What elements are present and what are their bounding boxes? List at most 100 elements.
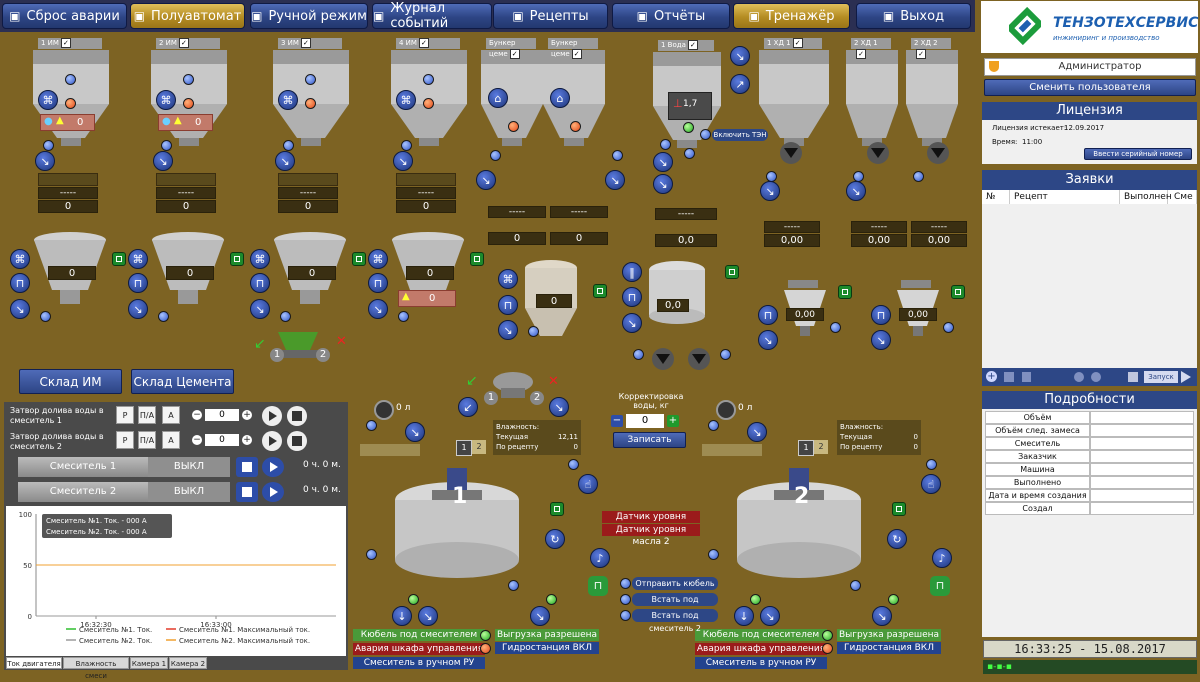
enter-serial-button[interactable]: Ввести серийный номер [1084, 148, 1192, 160]
mixer-water-valve-button[interactable]: ↘ [405, 422, 425, 442]
chem-doser-lock-button[interactable]: ⊓ [871, 305, 891, 325]
nav-power-button[interactable]: ▣Тренажёр [733, 3, 850, 29]
silo-enable-checkbox[interactable]: ✓ [856, 49, 866, 59]
doser-unload-button[interactable]: ↘ [250, 299, 270, 319]
valve-plus-button[interactable]: + [242, 410, 252, 420]
gate-open-button[interactable]: ↘ [153, 151, 173, 171]
chem-doser-unload-button[interactable]: ↘ [758, 330, 778, 350]
doser-vibrator-button[interactable]: ⌘ [10, 249, 30, 269]
valve-value-input[interactable]: 0 [205, 434, 239, 446]
correction-input[interactable]: 0 [626, 414, 664, 428]
silo-enable-checkbox[interactable]: ✓ [60, 38, 71, 48]
silo-enable-checkbox[interactable]: ✓ [509, 49, 520, 59]
mixer-status-indicator[interactable] [892, 502, 906, 516]
delete-order-icon[interactable] [1022, 372, 1031, 382]
mixer-tab-2[interactable]: 2 [814, 440, 828, 454]
cement-doser-unload-button[interactable]: ↘ [498, 320, 518, 340]
warehouse-cement-button[interactable]: Склад Цемента [131, 369, 234, 394]
mixer-stop-button[interactable] [236, 482, 258, 502]
silo-enable-checkbox[interactable]: ✓ [178, 38, 189, 48]
bucket-cmd-button[interactable]: Отправить кюбель [632, 577, 718, 590]
vibrator-icon[interactable]: ⌘ [156, 90, 176, 110]
move-up-icon[interactable] [1091, 372, 1101, 382]
water-doser-unload-button[interactable]: ↘ [622, 313, 642, 333]
vibrator-icon[interactable]: ⌘ [38, 90, 58, 110]
edit-order-icon[interactable] [1004, 372, 1014, 382]
doser-status-indicator[interactable] [470, 252, 484, 266]
valve-mode-p-button[interactable]: Р [116, 431, 134, 449]
chart-tab[interactable]: Влажность смеси [63, 657, 129, 680]
valve-minus-button[interactable]: − [192, 435, 202, 445]
doser-lock-button[interactable]: ⊓ [128, 273, 148, 293]
stop-order-icon[interactable] [1128, 372, 1138, 382]
valve-minus-button[interactable]: − [192, 410, 202, 420]
valve-mode-p-button[interactable]: Р [116, 406, 134, 424]
orders-column-header[interactable]: Рецепт [1012, 190, 1120, 204]
vibrator-icon[interactable]: ⌘ [278, 90, 298, 110]
mixer-start-button[interactable] [262, 482, 284, 502]
mixer-refresh-button[interactable]: ↻ [887, 529, 907, 549]
mixer-lock-button[interactable]: ⊓ [930, 576, 950, 596]
mixer1-hand-button[interactable]: ☝ [578, 474, 598, 494]
doser-status-indicator[interactable] [230, 252, 244, 266]
valve-value-input[interactable]: 0 [205, 409, 239, 421]
silo-enable-checkbox[interactable]: ✓ [916, 49, 926, 59]
mixer-water-valve-button[interactable]: ↘ [747, 422, 767, 442]
screw-gate-button[interactable]: ↘ [476, 170, 496, 190]
silo-enable-checkbox[interactable]: ✓ [300, 38, 311, 48]
mixer-gate-button[interactable]: ↘ [872, 606, 892, 626]
move-down-icon[interactable] [1074, 372, 1084, 382]
doser-vibrator-button[interactable]: ⌘ [250, 249, 270, 269]
cement-doser-status[interactable] [593, 284, 607, 298]
correction-save-button[interactable]: Записать [613, 432, 686, 448]
mixer-unload-button-2[interactable]: ↘ [418, 606, 438, 626]
add-order-icon[interactable]: + [986, 371, 997, 382]
warehouse-im-button[interactable]: Склад ИМ [19, 369, 122, 394]
valve-plus-button[interactable]: + [242, 435, 252, 445]
doser-lock-button[interactable]: ⊓ [368, 273, 388, 293]
orders-column-header[interactable]: Выполнен [1124, 190, 1172, 204]
nav-hand-button[interactable]: ▣Ручной режим [250, 3, 368, 29]
chem-doser-status[interactable] [838, 285, 852, 299]
doser-lock-button[interactable]: ⊓ [250, 273, 270, 293]
valve-play-button[interactable] [262, 431, 282, 451]
cement-doser-lock-button[interactable]: ⊓ [498, 295, 518, 315]
mixer2-hand-button[interactable]: ☝ [921, 474, 941, 494]
water-pump-icon[interactable]: ↗ [730, 74, 750, 94]
silo-enable-checkbox[interactable]: ✓ [571, 49, 582, 59]
valve-play-button[interactable] [262, 406, 282, 426]
chem-doser-lock-button[interactable]: ⊓ [758, 305, 778, 325]
water-doser-pause-button[interactable]: ‖ [622, 262, 642, 282]
gate-open-button[interactable]: ↘ [393, 151, 413, 171]
mixer-unload-button-2[interactable]: ↘ [760, 606, 780, 626]
nav-alarm-reset-button[interactable]: ▣Сброс аварии [2, 3, 127, 29]
nav-log-button[interactable]: ▣Журнал событий [372, 1, 492, 31]
doser-vibrator-button[interactable]: ⌘ [368, 249, 388, 269]
mixer-start-button[interactable] [262, 457, 284, 477]
chem-valve-button[interactable]: ↘ [760, 181, 780, 201]
mixer-gate-button[interactable]: ↘ [530, 606, 550, 626]
mixer-unload-button[interactable]: ↓ [734, 606, 754, 626]
valve-mode-pa-button[interactable]: П/А [138, 431, 156, 449]
chem-valve-button-2[interactable]: ↘ [846, 181, 866, 201]
screw-gate-button-2[interactable]: ↘ [605, 170, 625, 190]
chart-tab[interactable]: Камера 2 [169, 657, 207, 669]
mixer-refresh-button[interactable]: ↻ [545, 529, 565, 549]
correction-minus-button[interactable]: − [611, 415, 623, 427]
aerator-icon[interactable]: ⌂ [488, 88, 508, 108]
orders-column-header[interactable]: Сме [1172, 190, 1197, 204]
orders-column-header[interactable]: № [984, 190, 1010, 204]
doser-lock-button[interactable]: ⊓ [10, 273, 30, 293]
heater-button[interactable]: Включить ТЭН [712, 129, 768, 141]
start-order-button[interactable]: Запуск [1144, 371, 1178, 383]
doser-unload-button[interactable]: ↘ [368, 299, 388, 319]
silo-enable-checkbox[interactable]: ✓ [418, 38, 429, 48]
doser-status-indicator[interactable] [112, 252, 126, 266]
cement-doser-vibrator-button[interactable]: ⌘ [498, 269, 518, 289]
play-icon[interactable] [1181, 371, 1191, 383]
nav-exit-button[interactable]: ▣Выход [856, 3, 971, 29]
bucket-cmd-button[interactable]: Встать под смеситель 2 [632, 609, 718, 633]
correction-plus-button[interactable]: + [667, 415, 679, 427]
mixer-status-indicator[interactable] [550, 502, 564, 516]
valve-stop-button[interactable] [287, 431, 307, 451]
